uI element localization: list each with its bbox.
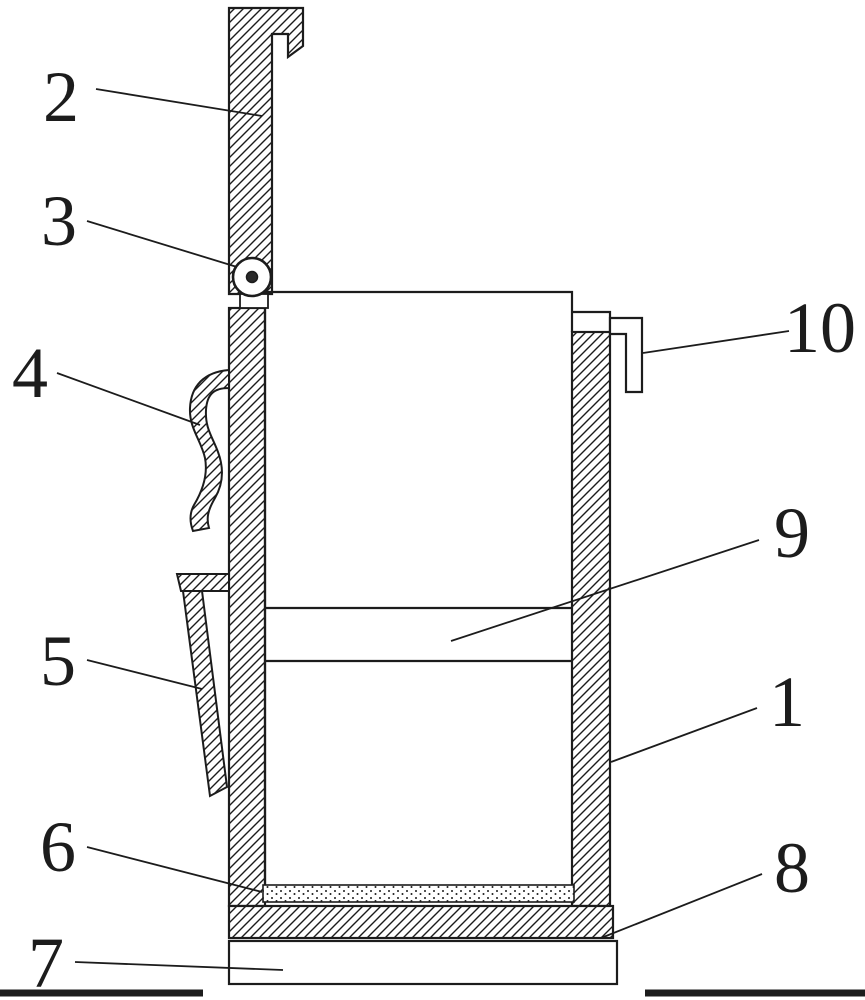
part-label-3: 3: [41, 181, 77, 261]
part-label-7: 7: [28, 923, 64, 1000]
part-label-10: 10: [784, 288, 856, 368]
right-wall-section: [570, 330, 612, 908]
base-plate: [227, 939, 619, 986]
leader-line-1: [610, 707, 758, 763]
leader-line-8: [600, 873, 763, 939]
leader-line-5: [86, 659, 203, 690]
latch-hook: [188, 368, 230, 533]
part-label-9: 9: [774, 493, 810, 573]
part-label-4: 4: [12, 333, 48, 413]
part-label-5: 5: [40, 621, 76, 701]
leader-line-6: [86, 846, 263, 893]
leader-line-7: [74, 961, 284, 971]
sealing-layer: [262, 884, 575, 903]
bottom-plate: [227, 904, 615, 940]
part-label-2: 2: [43, 57, 79, 137]
leader-line-9: [450, 539, 760, 642]
rim-hook-bracket: [608, 316, 644, 394]
hinge-pin-center: [245, 270, 259, 284]
left-wall-section: [227, 306, 267, 908]
part-label-8: 8: [774, 828, 810, 908]
part-label-6: 6: [40, 807, 76, 887]
part-label-1: 1: [769, 662, 805, 742]
leader-line-4: [56, 372, 201, 426]
leader-line-10: [642, 330, 790, 354]
side-bracket-strip: [181, 590, 229, 798]
leader-line-2: [95, 88, 263, 117]
side-bracket-arm: [175, 573, 230, 592]
leader-line-3: [86, 220, 238, 268]
leader-lines: [56, 88, 790, 971]
part-labels: 1 2 3 4 5 6 7 8 9 10: [12, 57, 856, 1000]
